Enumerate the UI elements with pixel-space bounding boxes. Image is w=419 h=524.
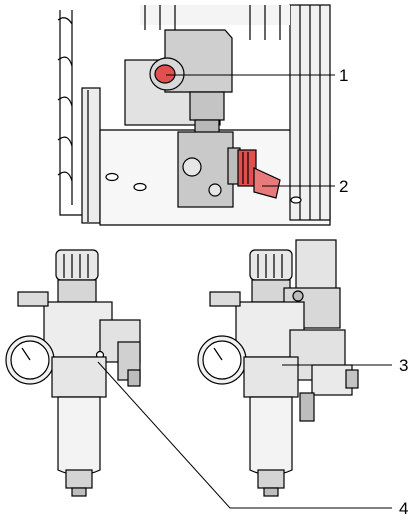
callout-4: 4 xyxy=(399,499,408,518)
filter-regulator-right xyxy=(197,239,359,497)
callout-labels: 1 2 3 4 xyxy=(339,66,408,518)
leader-line-4 xyxy=(97,361,392,509)
red-knob-icon xyxy=(237,149,257,187)
callout-1: 1 xyxy=(339,66,348,85)
leader-lines xyxy=(97,74,392,509)
callout-3: 3 xyxy=(399,356,408,375)
elbow-fitting xyxy=(124,29,233,135)
callout-2: 2 xyxy=(339,177,348,196)
filter-regulator-left xyxy=(5,249,141,497)
red-port-icon xyxy=(154,64,176,84)
shutoff-valve xyxy=(177,131,281,208)
